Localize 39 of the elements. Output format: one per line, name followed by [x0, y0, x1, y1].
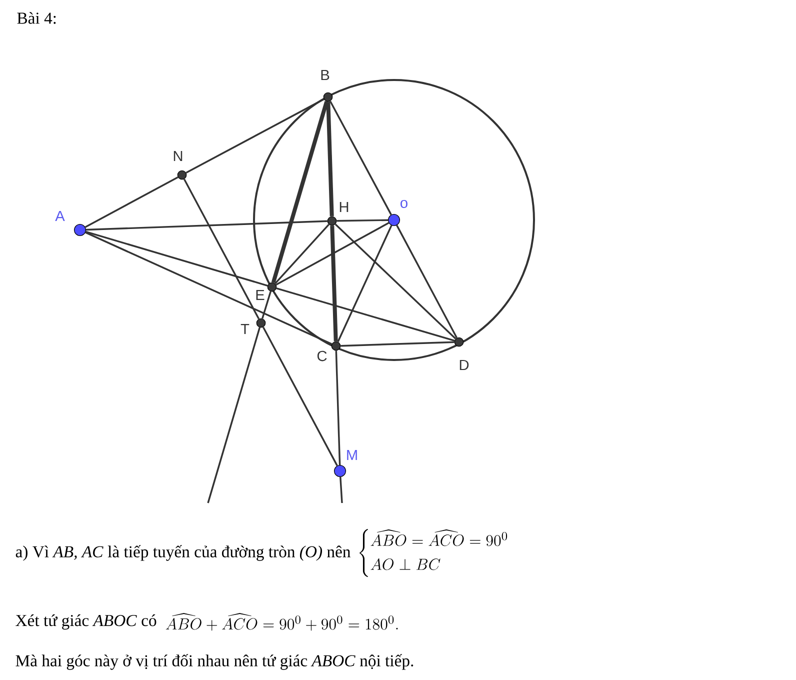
point-label: A	[55, 210, 65, 222]
point-label: B	[321, 70, 330, 80]
text-line: Xét tứ giác ABOC có	[16, 614, 156, 630]
line-segment	[84, 176, 178, 228]
line-segment	[186, 98, 324, 174]
title: Bài 4:	[17, 12, 56, 24]
line-segment	[86, 220, 328, 231]
line-segment	[183, 178, 260, 320]
line-segment	[336, 219, 388, 222]
line-segment	[207, 327, 261, 504]
line-segment	[274, 224, 330, 284]
point-label: N	[174, 150, 182, 162]
line-segment	[340, 341, 454, 347]
line-segment	[334, 224, 456, 340]
line-segment	[262, 291, 272, 319]
point-label: D	[460, 360, 469, 370]
line-segment	[396, 224, 458, 338]
text-line: a) Vì AB, AC là tiếp tuyến của đường tròn (O) nên	[16, 545, 350, 561]
line-segment	[330, 226, 338, 342]
point-label: C	[317, 350, 327, 362]
line-segment	[276, 287, 455, 342]
line-segment	[86, 230, 268, 286]
point-label: T	[240, 324, 250, 334]
line-segment	[337, 225, 392, 342]
point-label: o	[400, 200, 408, 208]
line-segment	[85, 232, 332, 345]
line-segment	[271, 100, 329, 284]
text-line: Mà hai góc này ở vị trí đối nhau nên tứ giác ABOC nội tiếp.	[16, 654, 414, 670]
line-segment	[335, 350, 341, 466]
formula: $\widehat{ABO}+\widehat{ACO}=90^0+90^0=180^0.$	[166, 613, 398, 631]
line-segment	[326, 102, 334, 216]
point-label: H	[340, 202, 348, 212]
point-label: M	[347, 450, 357, 460]
formula: $\begin{cases}\widehat{ABO}=\widehat{ACO}=90^0\\ AO\perp BC\end{cases}$	[360, 528, 508, 577]
line-segment	[329, 100, 392, 216]
line-segment	[262, 326, 338, 466]
line-segment	[340, 476, 343, 504]
point-label: E	[256, 290, 264, 300]
line-segment	[276, 222, 390, 286]
